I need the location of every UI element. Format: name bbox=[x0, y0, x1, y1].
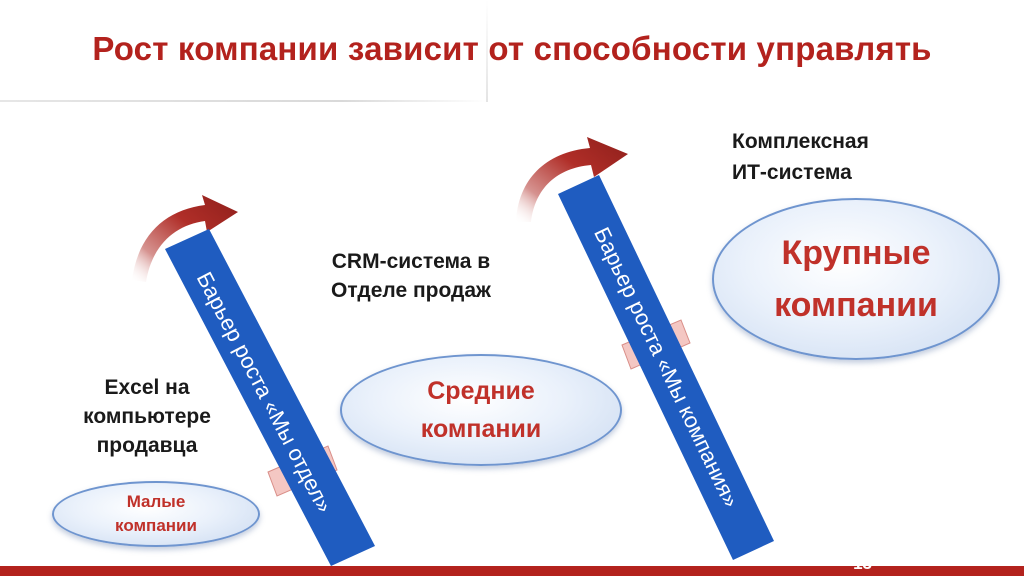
label-excel: Excel на компьютере продавца bbox=[83, 376, 211, 457]
footer-bar bbox=[0, 566, 1024, 576]
growth-arrow-right-icon bbox=[516, 137, 628, 222]
slide-title: Рост компании зависит от способности упр… bbox=[92, 30, 932, 67]
ellipse-small-companies: Малые компании bbox=[52, 481, 260, 547]
growth-arrow-left-icon bbox=[132, 195, 238, 282]
ellipse-medium-companies: Средние компании bbox=[340, 354, 622, 466]
label-crm: CRM-система в Отделе продаж bbox=[331, 250, 491, 302]
label-it-system: Комплексная ИТ-система bbox=[732, 130, 869, 184]
title-divider-vertical bbox=[486, 0, 488, 102]
ellipse-large-companies: Крупные компании bbox=[712, 198, 1000, 360]
title-divider bbox=[0, 100, 488, 102]
page-number: 13 bbox=[853, 554, 872, 573]
